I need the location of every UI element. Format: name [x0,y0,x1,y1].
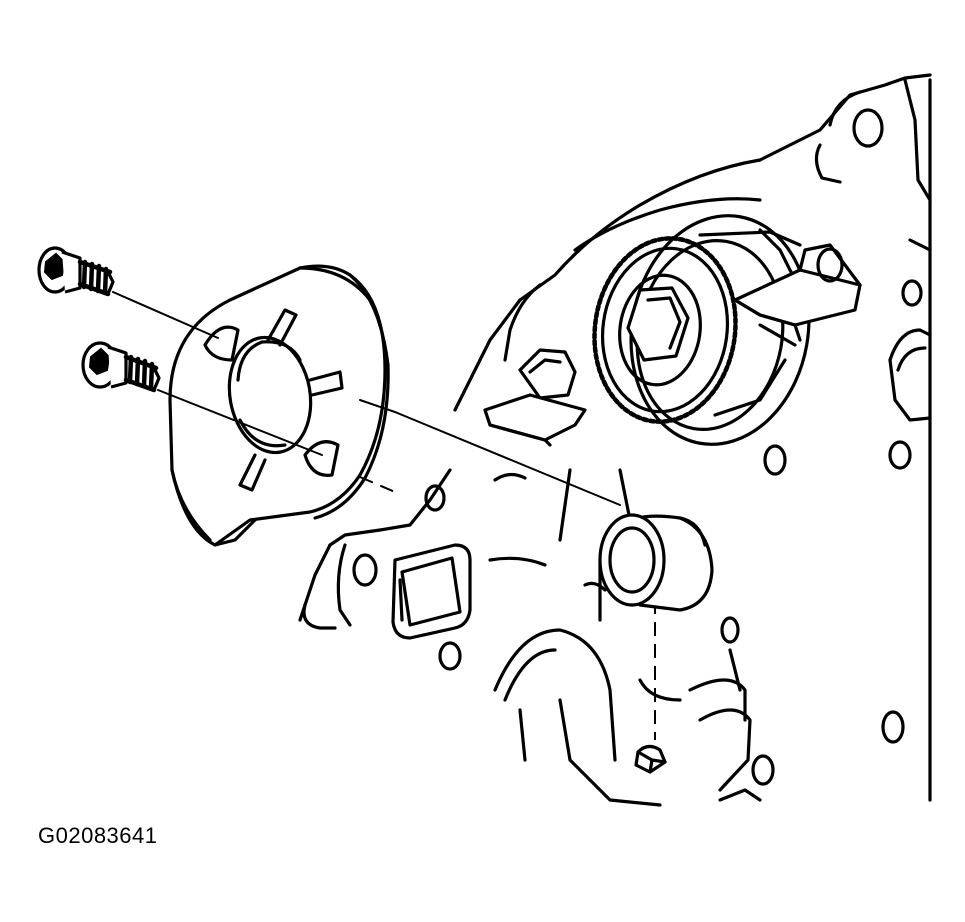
bolt-hole [438,641,462,671]
bolt-hole [901,279,923,307]
oil-seal [598,513,714,612]
engine-block [453,73,932,802]
bolt-hole [852,108,884,148]
bolt-hole [352,553,378,587]
socket-bolt-lower [81,341,161,393]
lower-cover [298,468,662,807]
bolt-hole [720,616,740,644]
bolt-hole [888,440,912,470]
cover-bolt [483,348,587,447]
socket-bolt-upper [37,246,115,297]
figure-code: G02083641 [38,823,158,848]
bolt-hole [763,444,787,476]
bolt-hole [424,484,446,512]
woodruff-key [634,744,667,774]
timing-bracket [733,243,862,347]
bolt-hole [881,710,905,744]
crankshaft-sprocket [592,214,811,446]
bolt-hole [751,754,775,786]
thrust-plate [168,264,390,547]
alignment-lines [112,291,656,740]
